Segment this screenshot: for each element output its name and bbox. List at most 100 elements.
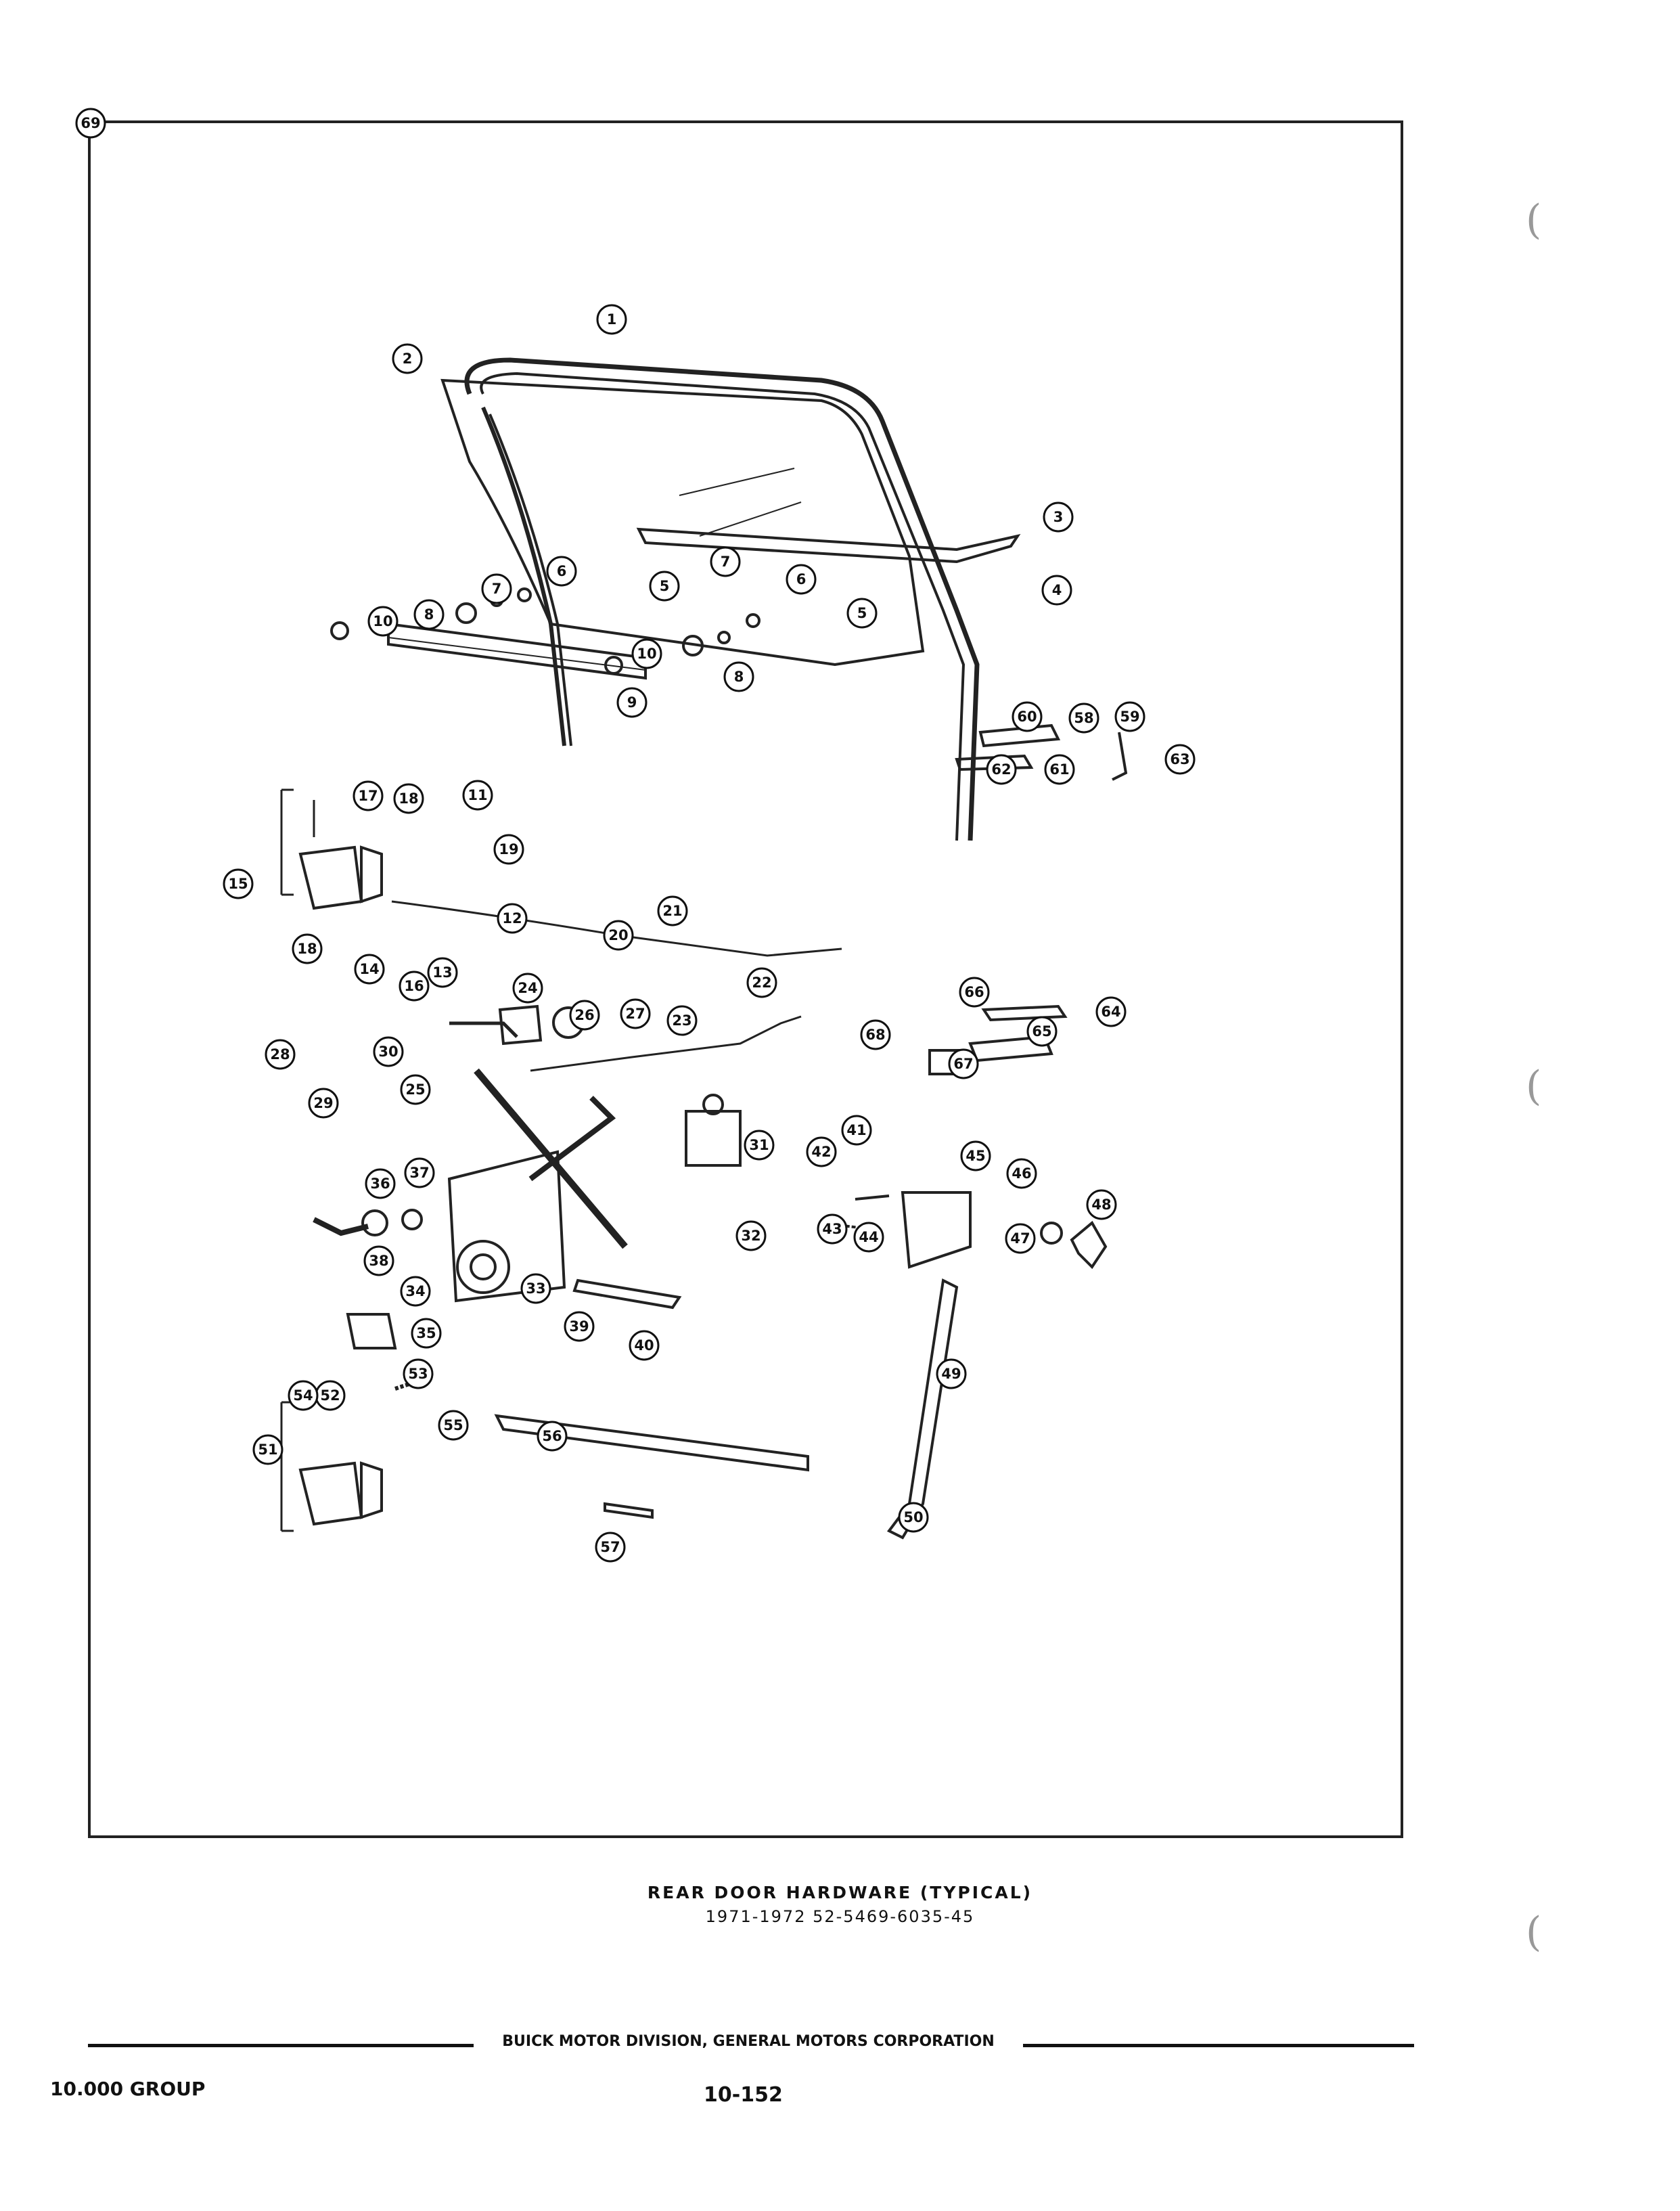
callout-circle [393,783,424,814]
callout-circle [308,1088,339,1119]
callout-label: 44 [859,1229,878,1245]
callout-47: 47 [1005,1223,1036,1254]
callout-label: 9 [627,694,637,711]
callout-7: 7 [710,546,741,577]
callout-label: 15 [228,876,248,892]
callout-67: 67 [948,1048,979,1079]
callout-label: 68 [865,1027,885,1043]
callout-36: 36 [365,1168,396,1199]
callout-68: 68 [860,1019,891,1050]
callout-label: 64 [1101,1004,1120,1020]
callout-circle [960,1140,991,1171]
callout-label: 20 [608,927,628,943]
callout-circle [649,571,680,602]
callout-label: 45 [966,1148,985,1164]
callout-label: 25 [405,1081,425,1098]
callout-label: 40 [634,1337,654,1354]
callout-circle [353,780,384,811]
callout-18: 18 [292,933,323,964]
callout-64: 64 [1095,996,1127,1027]
callout-69: 69 [75,108,106,139]
callout-label: 63 [1170,751,1189,767]
callout-label: 24 [518,980,537,996]
callout-44: 44 [853,1222,884,1253]
callout-13: 13 [427,957,458,988]
callout-label: 55 [443,1417,463,1433]
callout-label: 59 [1120,709,1139,725]
callout-circle [564,1311,595,1342]
callout-17: 17 [353,780,384,811]
callout-50: 50 [898,1502,929,1533]
callout-circle [288,1380,319,1411]
callout-circle [292,933,323,964]
callout-label: 4 [1052,582,1062,598]
callout-2: 2 [392,343,423,374]
callout-circle [537,1421,568,1452]
callout-circle [403,1358,434,1389]
callout-circle [252,1434,283,1465]
callout-label: 50 [903,1509,923,1525]
callout-circle [631,638,662,669]
callout-34: 34 [400,1276,431,1307]
callout-label: 57 [600,1539,620,1555]
callout-circle [400,1276,431,1307]
callout-18: 18 [393,783,424,814]
callout-circle [710,546,741,577]
callout-circle [569,1000,600,1031]
callout-59: 59 [1114,701,1145,732]
callout-label: 32 [741,1228,760,1244]
callout-53: 53 [403,1358,434,1389]
callout-45: 45 [960,1140,991,1171]
figure-caption-title: REAR DOOR HARDWARE (TYPICAL) [647,1883,1033,1902]
callout-27: 27 [620,998,651,1029]
callout-circle [354,954,385,985]
callout-label: 33 [526,1280,545,1297]
callout-48: 48 [1086,1189,1117,1220]
callout-circle [723,661,754,692]
callout-26: 26 [569,1000,600,1031]
callout-circle [817,1213,848,1245]
callout-circle [1114,701,1145,732]
binding-mark: ( [1526,1063,1542,1110]
callout-label: 53 [408,1366,428,1382]
footer-rule-right [1023,2044,1414,2047]
callout-label: 8 [734,669,744,685]
callout-circle [1006,1158,1037,1189]
callout-circle [1041,575,1072,606]
callout-65: 65 [1026,1016,1058,1047]
callout-3: 3 [1043,501,1074,533]
callout-label: 60 [1017,709,1037,725]
callout-circle [1043,501,1074,533]
callout-circle [841,1115,872,1146]
callout-label: 31 [749,1137,769,1153]
callout-19: 19 [493,834,524,865]
callout-label: 6 [557,563,567,579]
callout-57: 57 [595,1532,626,1563]
callout-label: 41 [846,1122,866,1138]
callout-66: 66 [959,977,990,1008]
callout-label: 11 [468,787,487,803]
callout-label: 65 [1032,1023,1051,1040]
callout-circle [735,1220,767,1251]
callout-circle [846,598,878,629]
callout-label: 8 [424,606,434,623]
callout-circle [373,1036,404,1067]
callout-10: 10 [631,638,662,669]
callout-circle [629,1330,660,1361]
callout-label: 30 [378,1044,398,1060]
callout-circle [744,1130,775,1161]
callout-28: 28 [265,1039,296,1070]
callout-circle [413,599,445,630]
callout-16: 16 [399,970,430,1002]
callout-circle [860,1019,891,1050]
callout-circle [959,977,990,1008]
callout-6: 6 [546,556,577,587]
callout-11: 11 [462,780,493,811]
callout-circle [603,920,634,951]
callout-circle [411,1318,442,1349]
callout-5: 5 [649,571,680,602]
footer-rule-left [88,2044,474,2047]
callout-label: 7 [492,581,502,597]
callout-label: 34 [405,1283,425,1299]
